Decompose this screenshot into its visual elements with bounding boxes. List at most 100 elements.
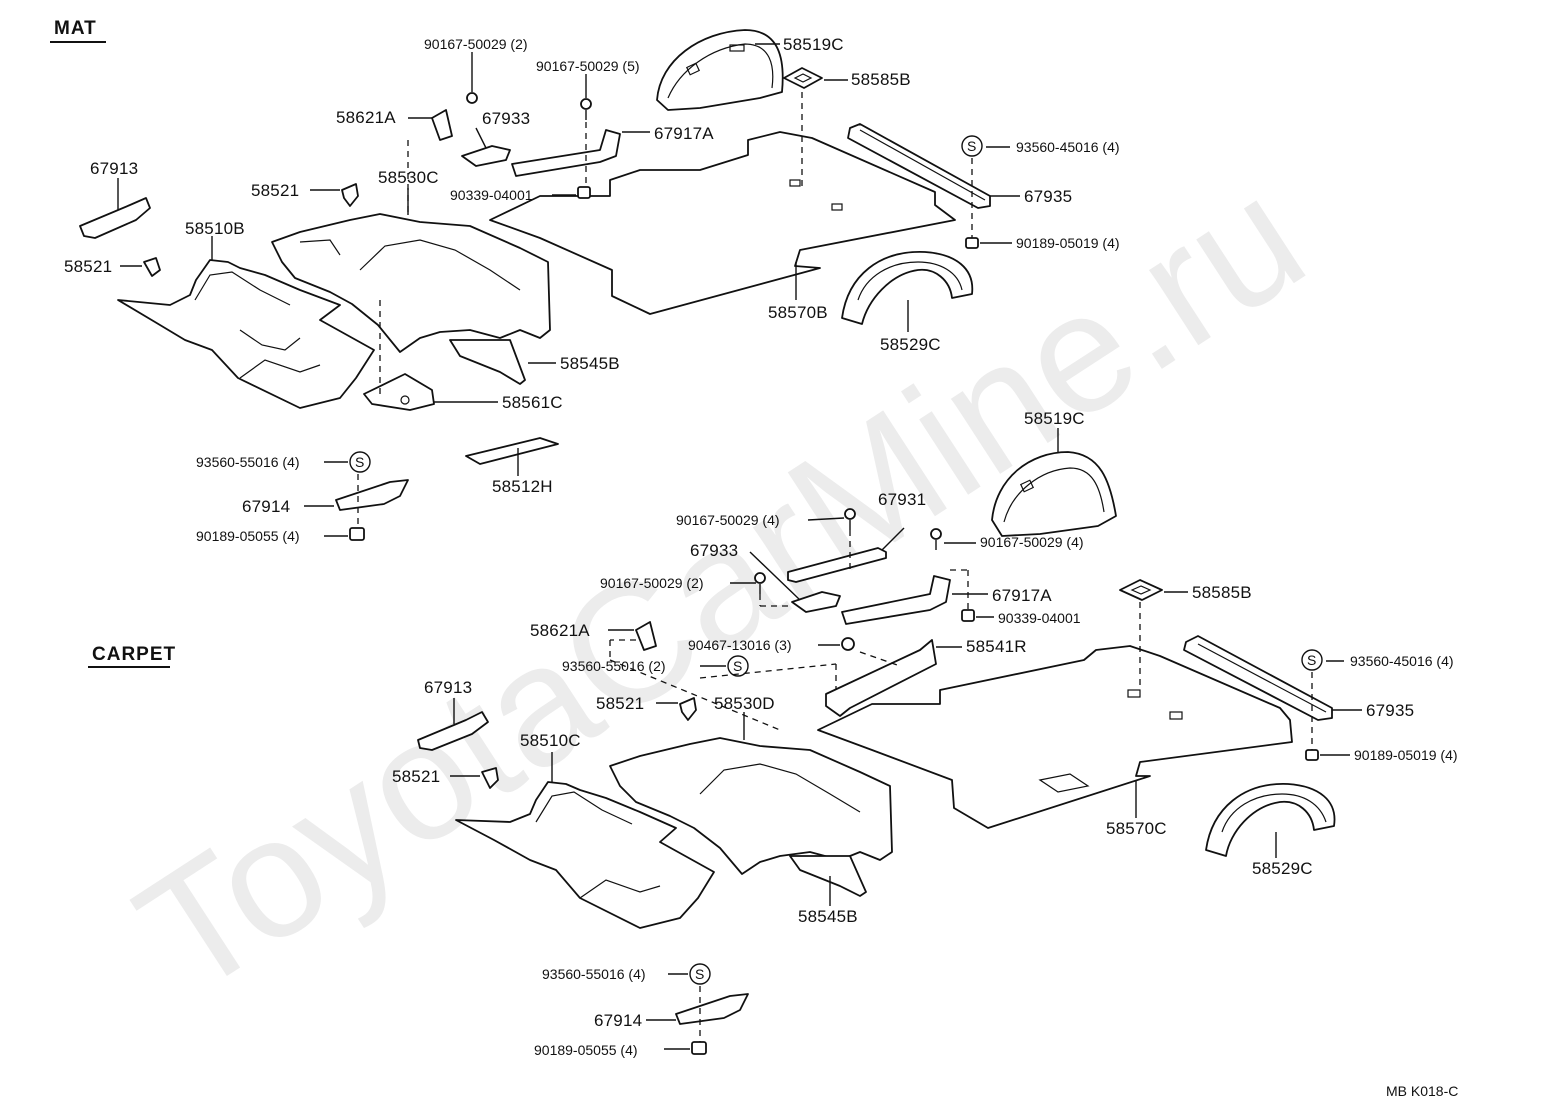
fastener-clip-mat-58521a [341, 183, 359, 207]
label-90339-04001-carpet: 90339-04001 [998, 610, 1081, 626]
label-58519c-mat: 58519C [783, 35, 844, 54]
part-58541r-carpet [825, 639, 937, 717]
dashed-guides-carpet [609, 530, 1313, 1042]
fastener-nut-carpet-90189-05055 [691, 1041, 707, 1055]
leader-lines-carpet [450, 428, 1362, 1050]
label-58621a-carpet: 58621A [530, 621, 590, 640]
part-67935-mat [847, 123, 991, 209]
label-58510c-carpet: 58510C [520, 731, 581, 750]
label-58510b-mat: 58510B [185, 219, 245, 238]
label-90189-05019-mat: 90189-05019 (4) [1016, 235, 1120, 251]
part-67935-carpet [1183, 635, 1333, 721]
s-symbol-mat-93560-45016: S [961, 135, 983, 157]
label-58529c-mat: 58529C [880, 335, 941, 354]
label-58541r-carpet: 58541R [966, 637, 1027, 656]
s-symbol-mat-93560-55016: S [349, 451, 371, 473]
fastener-screw-carpet-2 [930, 528, 942, 550]
label-67913-mat: 67913 [90, 159, 138, 178]
label-90167-50029-5-mat: 90167-50029 (5) [536, 58, 640, 74]
fastener-nut-mat-90339 [577, 186, 591, 199]
part-58530c-mat [271, 213, 551, 353]
part-67917a-carpet [841, 575, 951, 625]
label-58561c-mat: 58561C [502, 393, 563, 412]
part-58510b-mat [117, 259, 375, 409]
s-symbol-carpet-93560-55016-2: S [727, 655, 749, 677]
fastener-nut-carpet-90189-05019 [1305, 749, 1319, 761]
label-58585b-carpet: 58585B [1192, 583, 1252, 602]
part-58585b-carpet [1119, 579, 1163, 601]
fastener-screw-mat-1 [466, 84, 478, 104]
part-58510c-carpet [455, 781, 715, 929]
label-90339-04001-mat: 90339-04001 [450, 187, 533, 203]
label-93560-45016-carpet: 93560-45016 (4) [1350, 653, 1454, 669]
part-58570b-mat [489, 131, 956, 315]
part-67933-mat [461, 145, 511, 167]
label-67914-mat: 67914 [242, 497, 290, 516]
fastener-screw-carpet-1 [844, 508, 856, 530]
label-93560-55016-2-carpet: 93560-55016 (2) [562, 658, 666, 674]
label-93560-55016-mat: 93560-55016 (4) [196, 454, 300, 470]
label-58521-b-carpet: 58521 [392, 767, 440, 786]
label-67933-carpet: 67933 [690, 541, 738, 560]
part-58519c-mat [656, 29, 784, 111]
label-90189-05019-carpet: 90189-05019 (4) [1354, 747, 1458, 763]
section-title-carpet: CARPET [92, 644, 176, 665]
part-58529c-carpet [1205, 783, 1336, 857]
part-58545b-mat [449, 339, 526, 385]
label-90189-05055-carpet: 90189-05055 (4) [534, 1042, 638, 1058]
part-58570c-carpet [817, 645, 1293, 829]
part-58561c-mat [363, 373, 435, 411]
label-67933-mat: 67933 [482, 109, 530, 128]
part-58585b-mat [783, 67, 823, 89]
label-58529c-carpet: 58529C [1252, 859, 1313, 878]
svg-text:S: S [695, 966, 704, 982]
part-58529c-mat [841, 251, 974, 325]
part-67914-mat [335, 479, 409, 511]
label-93560-55016-4-carpet: 93560-55016 (4) [542, 966, 646, 982]
svg-text:S: S [733, 658, 742, 674]
fastener-screw-carpet-3 [754, 572, 766, 594]
svg-text:S: S [967, 138, 976, 154]
svg-text:S: S [355, 454, 364, 470]
part-67933-carpet [791, 591, 841, 613]
label-90467-13016-carpet: 90467-13016 (3) [688, 637, 792, 653]
part-67917a-mat [511, 129, 621, 177]
label-58521-a-mat: 58521 [251, 181, 299, 200]
label-93560-45016-mat: 93560-45016 (4) [1016, 139, 1120, 155]
part-58621a-carpet [635, 621, 657, 651]
label-58570b-mat: 58570B [768, 303, 828, 322]
label-58530d-carpet: 58530D [714, 694, 775, 713]
fastener-clip-carpet-58521b [481, 767, 499, 789]
part-67913-mat [79, 197, 151, 239]
part-58621a-mat [431, 109, 453, 141]
part-67913-carpet [417, 711, 489, 751]
dashed-guides-mat [357, 92, 973, 528]
label-67913-carpet: 67913 [424, 678, 472, 697]
diagram-code: MB K018-C [1386, 1083, 1458, 1099]
s-symbol-carpet-93560-45016: S [1301, 649, 1323, 671]
svg-text:S: S [1307, 652, 1316, 668]
label-58570c-carpet: 58570C [1106, 819, 1167, 838]
label-67935-mat: 67935 [1024, 187, 1072, 206]
part-67914-carpet [675, 993, 749, 1025]
label-67935-carpet: 67935 [1366, 701, 1414, 720]
fastener-nut-carpet-90339 [961, 609, 975, 622]
label-90167-50029-4b-carpet: 90167-50029 (4) [980, 534, 1084, 550]
fastener-screw-mat-2 [580, 98, 592, 120]
fastener-nut-carpet-90467 [841, 637, 855, 651]
label-58585b-mat: 58585B [851, 70, 911, 89]
label-58530c-mat: 58530C [378, 168, 439, 187]
label-67917a-mat: 67917A [654, 124, 714, 143]
label-67917a-carpet: 67917A [992, 586, 1052, 605]
part-58512h-mat [465, 437, 559, 465]
fastener-nut-mat-90189-05019 [965, 237, 979, 249]
fastener-nut-mat-90189-05055 [349, 527, 365, 541]
label-58519c-carpet: 58519C [1024, 409, 1085, 428]
label-67914-carpet: 67914 [594, 1011, 642, 1030]
fastener-clip-mat-58521b [143, 257, 161, 277]
label-58621a-mat: 58621A [336, 108, 396, 127]
section-title-mat: MAT [54, 18, 97, 39]
label-58521-a-carpet: 58521 [596, 694, 644, 713]
part-58545b-carpet [789, 855, 867, 897]
